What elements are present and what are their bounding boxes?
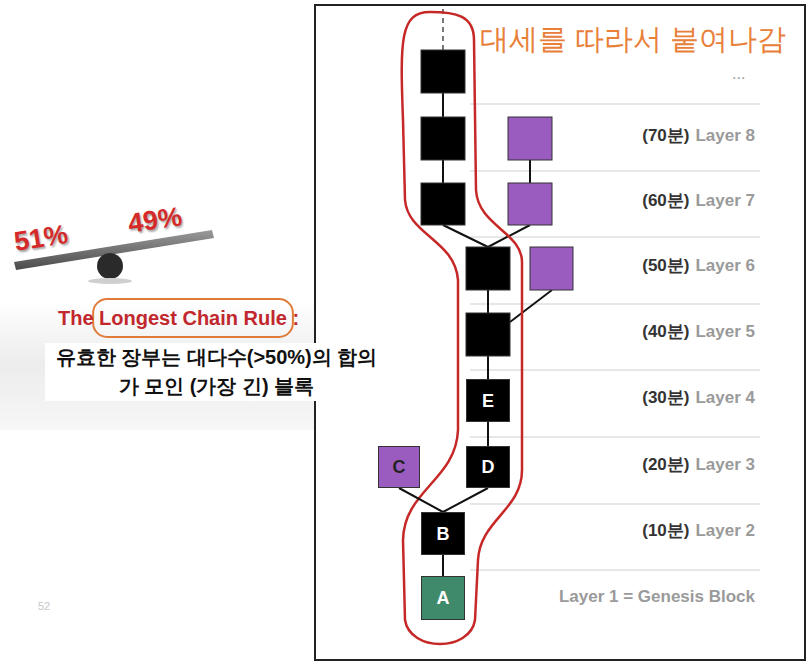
layer-row: (60분) Layer 7 bbox=[642, 191, 755, 211]
time-label: (50분) bbox=[642, 256, 689, 276]
black-block bbox=[421, 117, 465, 160]
rule-text: 유효한 장부는 대다수(>50%)의 합의가 모인 (가장 긴) 블록 bbox=[45, 343, 388, 401]
time-label: (10분) bbox=[642, 521, 689, 541]
layer-label: Layer 3 bbox=[695, 455, 755, 475]
block-letter: C bbox=[393, 458, 406, 476]
seesaw-shadow bbox=[88, 278, 132, 284]
layer-label: Layer 1 = Genesis Block bbox=[559, 587, 755, 607]
chain-block: B bbox=[421, 512, 465, 555]
chain-block: D bbox=[466, 446, 510, 488]
percent-label: 49% bbox=[126, 200, 184, 240]
block-letter: A bbox=[437, 589, 450, 607]
block-letter: E bbox=[482, 392, 494, 410]
layer-label: Layer 6 bbox=[695, 256, 755, 276]
time-label: (30분) bbox=[642, 388, 689, 408]
chain-block: A bbox=[421, 576, 465, 620]
purple-block bbox=[508, 117, 552, 160]
page-number: 52 bbox=[38, 600, 50, 613]
rule-title: The Longest Chain Rule : bbox=[58, 306, 299, 330]
layer-label: Layer 2 bbox=[695, 521, 755, 541]
handwritten-note: 대세를 따라서 붙여나감 bbox=[480, 22, 786, 57]
time-label: (40분) bbox=[642, 322, 689, 342]
layer-label: Layer 8 bbox=[695, 126, 755, 146]
chain-block: C bbox=[378, 446, 420, 488]
black-block bbox=[421, 183, 465, 225]
time-label: (20분) bbox=[642, 455, 689, 475]
unlabeled-blocks bbox=[421, 50, 573, 356]
seesaw-pivot bbox=[97, 253, 123, 279]
panel-frame bbox=[315, 5, 805, 660]
purple-block bbox=[530, 247, 573, 290]
ellipsis: ... bbox=[732, 64, 745, 83]
black-block bbox=[466, 313, 510, 356]
layer-row: (40분) Layer 5 bbox=[642, 322, 755, 342]
percent-label: 51% bbox=[12, 218, 70, 258]
chain-link bbox=[487, 422, 489, 446]
chain-block: E bbox=[466, 379, 510, 422]
time-label: (70분) bbox=[642, 126, 689, 146]
layer-row: (50분) Layer 6 bbox=[642, 256, 755, 276]
chain-link bbox=[399, 488, 443, 512]
hand-drawn-outline bbox=[402, 12, 522, 644]
layer-row: (70분) Layer 8 bbox=[642, 126, 755, 146]
chain-link bbox=[442, 555, 444, 576]
time-label: (60분) bbox=[642, 191, 689, 211]
chain-link bbox=[443, 488, 488, 512]
layer-label: Layer 5 bbox=[695, 322, 755, 342]
purple-block bbox=[508, 183, 552, 225]
layer-label: Layer 4 bbox=[695, 388, 755, 408]
black-block bbox=[421, 50, 465, 93]
block-letter: D bbox=[482, 458, 495, 476]
layer-row: (10분) Layer 2 bbox=[642, 521, 755, 541]
layer-row: (20분) Layer 3 bbox=[642, 455, 755, 475]
block-letter: B bbox=[437, 525, 450, 543]
layer-label: Layer 7 bbox=[695, 191, 755, 211]
layer-row: (30분) Layer 4 bbox=[642, 388, 755, 408]
black-block bbox=[466, 247, 510, 290]
